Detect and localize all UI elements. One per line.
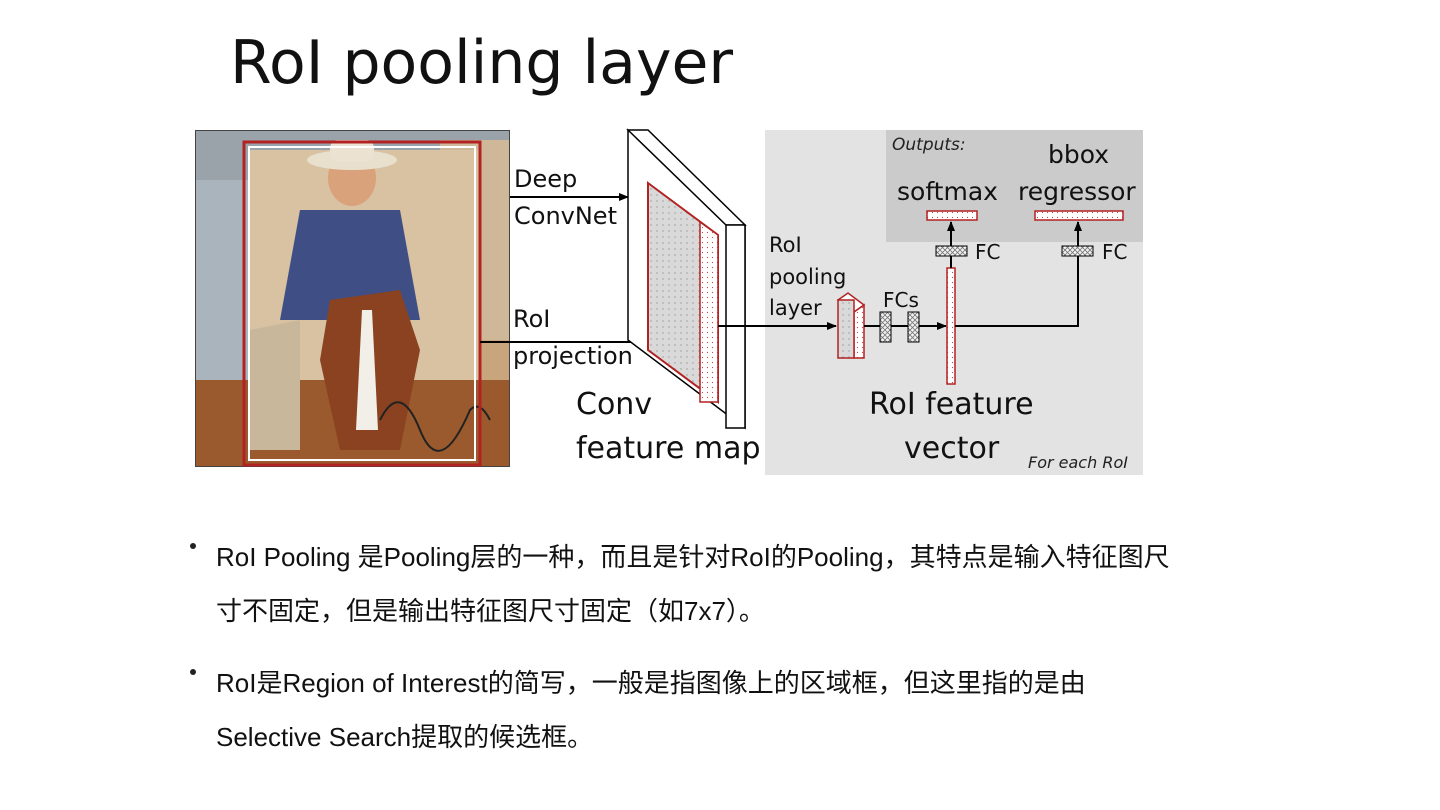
bullet-dot [190,669,196,675]
roi-pooling-layer-label: RoI pooling layer [769,233,853,320]
roi-feature-vector [946,267,956,385]
input-image [195,130,510,467]
fc-label-bbox: FC [1102,240,1127,264]
fc-block-1 [879,311,892,343]
bullet-list: RoI Pooling 是Pooling层的一种，而且是针对RoI的Poolin… [190,530,1170,782]
for-each-roi-caption: For each RoI [1028,453,1128,472]
conv-feature-map-label: Conv feature map [576,387,761,466]
fc-label-softmax: FC [975,240,1000,264]
bullet-item: RoI是Region of Interest的简写，一般是指图像上的区域框，但这… [190,656,1170,764]
outputs-panel [886,130,1143,242]
roi-projection-label: RoI projection [513,305,633,370]
bullet-item: RoI Pooling 是Pooling层的一种，而且是针对RoI的Poolin… [190,530,1170,638]
bullet-text: RoI是Region of Interest的简写，一般是指图像上的区域框，但这… [216,668,1086,752]
slide-title: RoI pooling layer [230,28,734,98]
bullet-text: RoI Pooling 是Pooling层的一种，而且是针对RoI的Poolin… [216,542,1170,626]
fcs-label: FCs [883,288,919,312]
fc-layer-bbox [1061,245,1094,257]
roi-pooling-diagram: Deep ConvNet RoI projection Conv feature… [195,128,1143,475]
roi-feature-vector-label: RoI feature vector [869,387,1043,466]
softmax-label: softmax [897,177,998,206]
roi-pooled-feature [836,292,866,359]
bullet-dot [190,543,196,549]
deep-convnet-label: Deep ConvNet [514,165,617,230]
vector-to-bbox-fc [955,256,1079,327]
bbox-regressor-label: bbox regressor [1018,140,1136,206]
fc-layer-softmax [935,245,968,257]
fc-block-2 [907,311,920,343]
conv-feature-map [626,128,747,430]
outputs-caption: Outputs: [892,135,966,155]
softmax-output-layer [926,210,978,221]
bbox-output-layer [1034,210,1124,221]
